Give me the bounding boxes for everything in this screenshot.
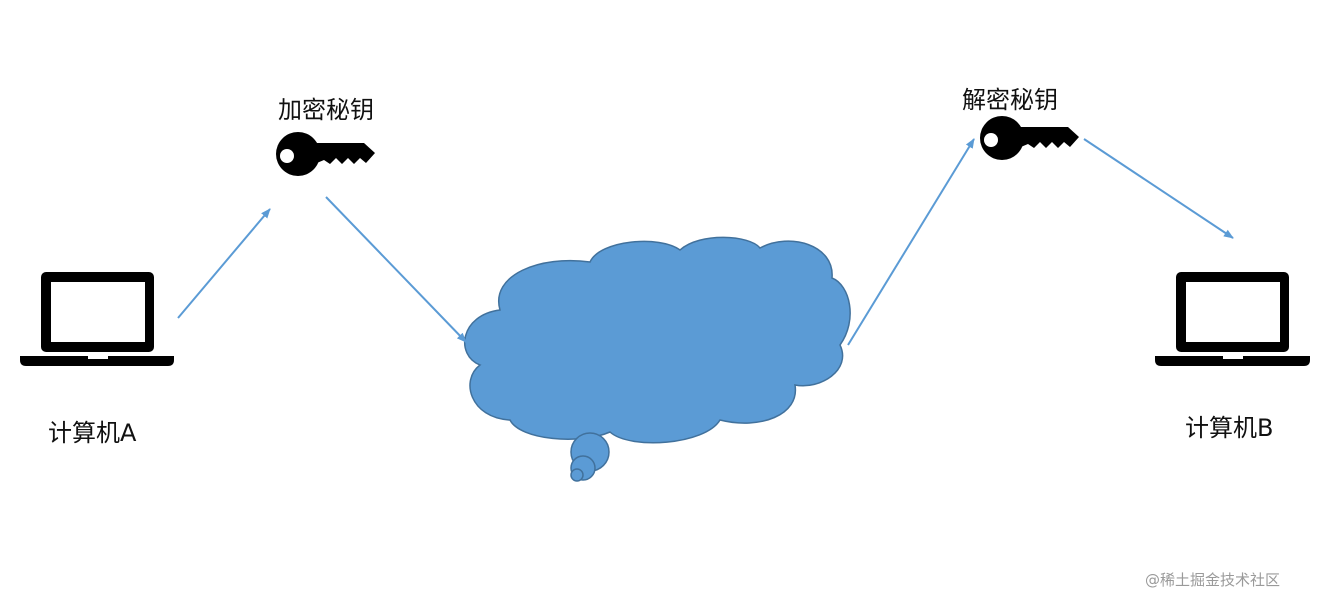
watermark: @稀土掘金技术社区 xyxy=(1145,571,1281,589)
decrypt-key-label: 解密秘钥 xyxy=(962,86,1058,114)
key-icon xyxy=(276,132,375,176)
computer-b-label: 计算机B xyxy=(1185,414,1274,442)
key-icon xyxy=(980,116,1079,160)
laptop-icon xyxy=(20,272,174,366)
cloud-icon xyxy=(464,236,851,482)
arrow-connector xyxy=(177,138,1234,346)
computer-a-label: 计算机A xyxy=(48,419,137,447)
laptop-icon xyxy=(1155,272,1310,366)
encrypt-key-label: 加密秘钥 xyxy=(278,96,374,124)
